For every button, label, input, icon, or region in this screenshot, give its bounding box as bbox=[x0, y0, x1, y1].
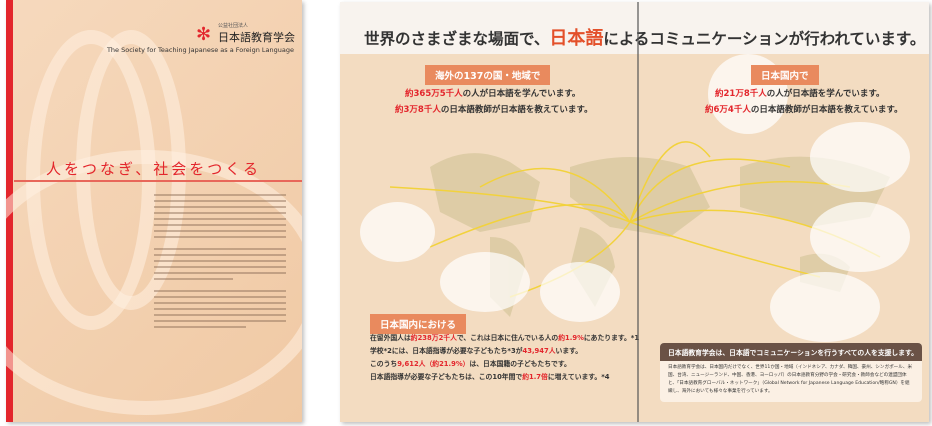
cover-slogan: 人をつなぎ、社会をつくる bbox=[46, 160, 261, 178]
spread-header bbox=[340, 2, 929, 54]
org-type: 公益社団法人 bbox=[218, 23, 249, 29]
org-name-en: The Society for Teaching Japanese as a F… bbox=[106, 46, 294, 54]
brochure-cover: ✻ 公益社団法人 日本語教育学会 The Society for Teachin… bbox=[6, 0, 302, 422]
in-japan-line: 在留外国人は約238万2千人で、これは日本に住んでいる人の約1.9%にあたります… bbox=[370, 334, 640, 342]
in-japan-tag: 日本国内における bbox=[370, 314, 467, 334]
overseas-tag: 海外の137の国・地域で bbox=[425, 65, 551, 85]
in-japan-line: 日本語指導が必要な子どもたちは、この10年間で約1.7倍に増えています。*4 bbox=[370, 373, 610, 381]
org-name: 日本語教育学会 bbox=[218, 31, 295, 44]
page-fold bbox=[637, 2, 639, 422]
support-body: 日本語教育学会は、日本国内だけでなく、世界11か国・地域（インドネシア、カナダ、… bbox=[668, 365, 913, 394]
overseas-teachers: 約3万8千人の日本語教師が日本語を教えています。 bbox=[395, 105, 593, 115]
computer-illustration bbox=[810, 202, 910, 272]
cover-body-text bbox=[154, 190, 286, 332]
in-japan-text: 在留外国人は約238万2千人で、これは日本に住んでいる人の約1.9%にあたります… bbox=[370, 332, 639, 384]
spread-title: 世界のさまざまな場面で、日本語によるコミュニケーションが行われています。 bbox=[364, 28, 926, 49]
domestic-tag: 日本国内で bbox=[751, 65, 819, 85]
support-box: 日本語教育学会は、日本語でコミュニケーションを行うすべての人を支援します。 日本… bbox=[660, 343, 922, 402]
brochure-spread: 世界のさまざまな場面で、日本語によるコミュニケーションが行われています。 海外の… bbox=[340, 2, 929, 422]
restaurant-illustration bbox=[440, 252, 530, 312]
overseas-learners: 約365万5千人の人が日本語を学んでいます。 bbox=[405, 89, 581, 99]
support-heading: 日本語教育学会は、日本語でコミュニケーションを行うすべての人を支援します。 bbox=[660, 343, 922, 361]
domestic-learners: 約21万8千人の人が日本語を学んでいます。 bbox=[715, 89, 885, 99]
family-illustration bbox=[770, 272, 880, 342]
office-illustration bbox=[360, 202, 435, 262]
group-illustration bbox=[810, 122, 910, 192]
in-japan-line: このうち9,612人（約21.9%）は、日本国籍の子どもたちです。 bbox=[370, 360, 571, 368]
festival-illustration bbox=[540, 262, 620, 322]
in-japan-line: 学校*2には、日本語指導が必要な子どもたち*3が43,947人います。 bbox=[370, 347, 583, 355]
divider bbox=[14, 180, 302, 182]
domestic-teachers: 約6万4千人の日本語教師が日本語を教えています。 bbox=[705, 105, 903, 115]
flower-logo-icon: ✻ bbox=[196, 24, 212, 45]
